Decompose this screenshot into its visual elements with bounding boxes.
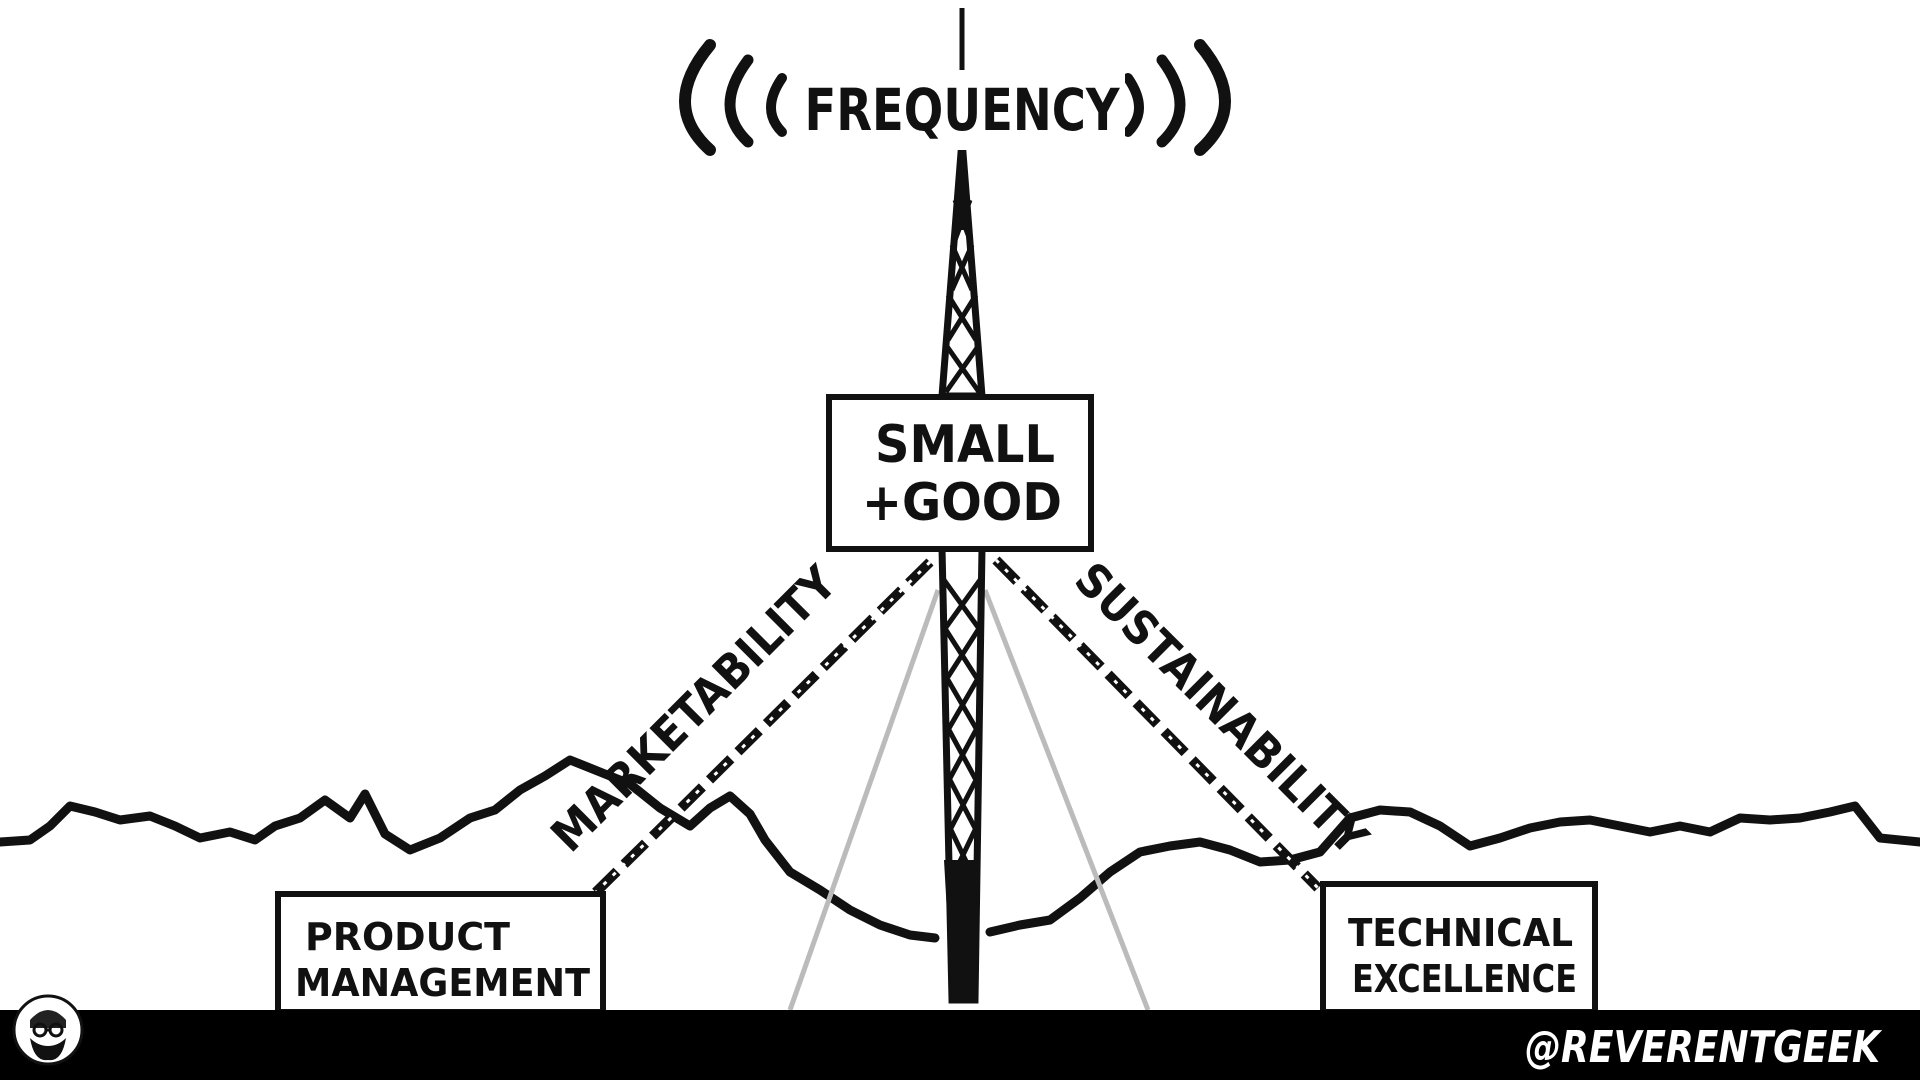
right-base-line1: TECHNICAL <box>1348 911 1573 955</box>
horizon-line-left <box>0 755 940 943</box>
signal-waves-icon <box>679 39 1231 156</box>
left-base-line2: MANAGEMENT <box>295 961 590 1005</box>
horizon-line-right <box>985 801 1920 937</box>
center-box-line1: SMALL <box>875 415 1055 475</box>
left-base-box: PRODUCT MANAGEMENT <box>275 891 606 1015</box>
center-box: SMALL +GOOD <box>826 394 1094 552</box>
title-frequency: FREQUENCY <box>805 76 1121 144</box>
guy-wire-right <box>982 589 1151 1011</box>
footer-bar <box>0 1010 1920 1080</box>
right-base-box: TECHNICAL EXCELLENCE <box>1320 881 1598 1015</box>
footer-handle: @REVERENTGEEK <box>1525 1022 1882 1073</box>
label-sustainability: SUSTAINABILITY <box>1064 552 1378 866</box>
title-backing <box>800 70 1125 150</box>
bearded-man-avatar-icon <box>12 994 84 1066</box>
support-line-left <box>588 558 934 900</box>
center-box-line2: +GOOD <box>862 473 1062 533</box>
support-line-right <box>992 556 1322 892</box>
guy-wire-left <box>787 589 941 1011</box>
label-marketability: MARKETABILITY <box>540 555 847 862</box>
right-base-line2: EXCELLENCE <box>1352 957 1577 1001</box>
tower-lower-lattice <box>938 544 986 1004</box>
left-base-line1: PRODUCT <box>305 915 510 959</box>
tower-upper-lattice <box>938 139 986 400</box>
